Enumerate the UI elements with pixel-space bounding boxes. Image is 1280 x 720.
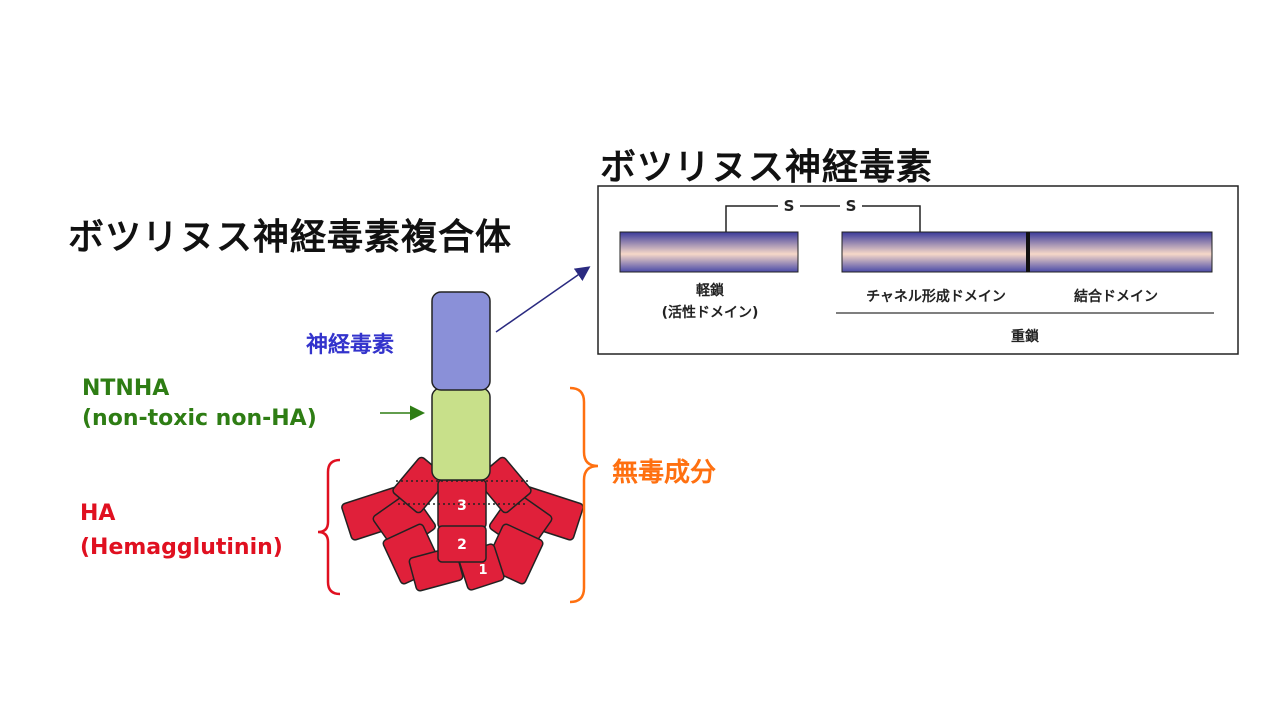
toxin-pointer-arrow [495,266,591,333]
ntnha-label: NTNHA (non-toxic non-HA) [82,374,317,434]
nontoxic-brace [569,386,599,604]
ha-number-3: 3 [457,498,467,514]
neurotoxin-label: 神経毒素 [306,333,395,358]
ntnha-label-line2: (non-toxic non-HA) [82,406,317,431]
binding-domain-label: 結合ドメイン [1074,289,1158,305]
ha-number-1: 1 [478,563,487,578]
light-chain-label: 軽鎖 (活性ドメイン) [640,280,780,324]
disulfide-s-left: S [784,197,795,215]
ha-label: HA (Hemagglutinin) [80,497,283,565]
light-chain-bar [619,231,799,273]
nontoxic-label: 無毒成分 [612,458,717,488]
ha-subunit-2 [437,525,487,563]
ntnha-block [431,387,491,481]
heavy-chain-label: 重鎖 [1011,329,1039,345]
disulfide-left-line [725,205,778,232]
light-chain-label-line2: (活性ドメイン) [661,305,759,321]
channel-domain-label: チャネル形成ドメイン [866,289,1006,305]
toxin-title: ボツリヌス神経毒素 [600,147,934,188]
ntnha-label-line1: NTNHA [82,376,170,401]
complex-title: ボツリヌス神経毒素複合体 [68,217,513,258]
ha-brace [317,458,341,596]
disulfide-s-right: S [846,197,857,215]
ha-label-line1: HA [80,501,116,526]
neurotoxin-block [431,291,491,391]
disulfide-right-line [862,205,921,232]
ha-number-2: 2 [457,537,467,553]
light-chain-label-line1: 軽鎖 [696,283,724,299]
ha-label-line2: (Hemagglutinin) [80,535,283,560]
